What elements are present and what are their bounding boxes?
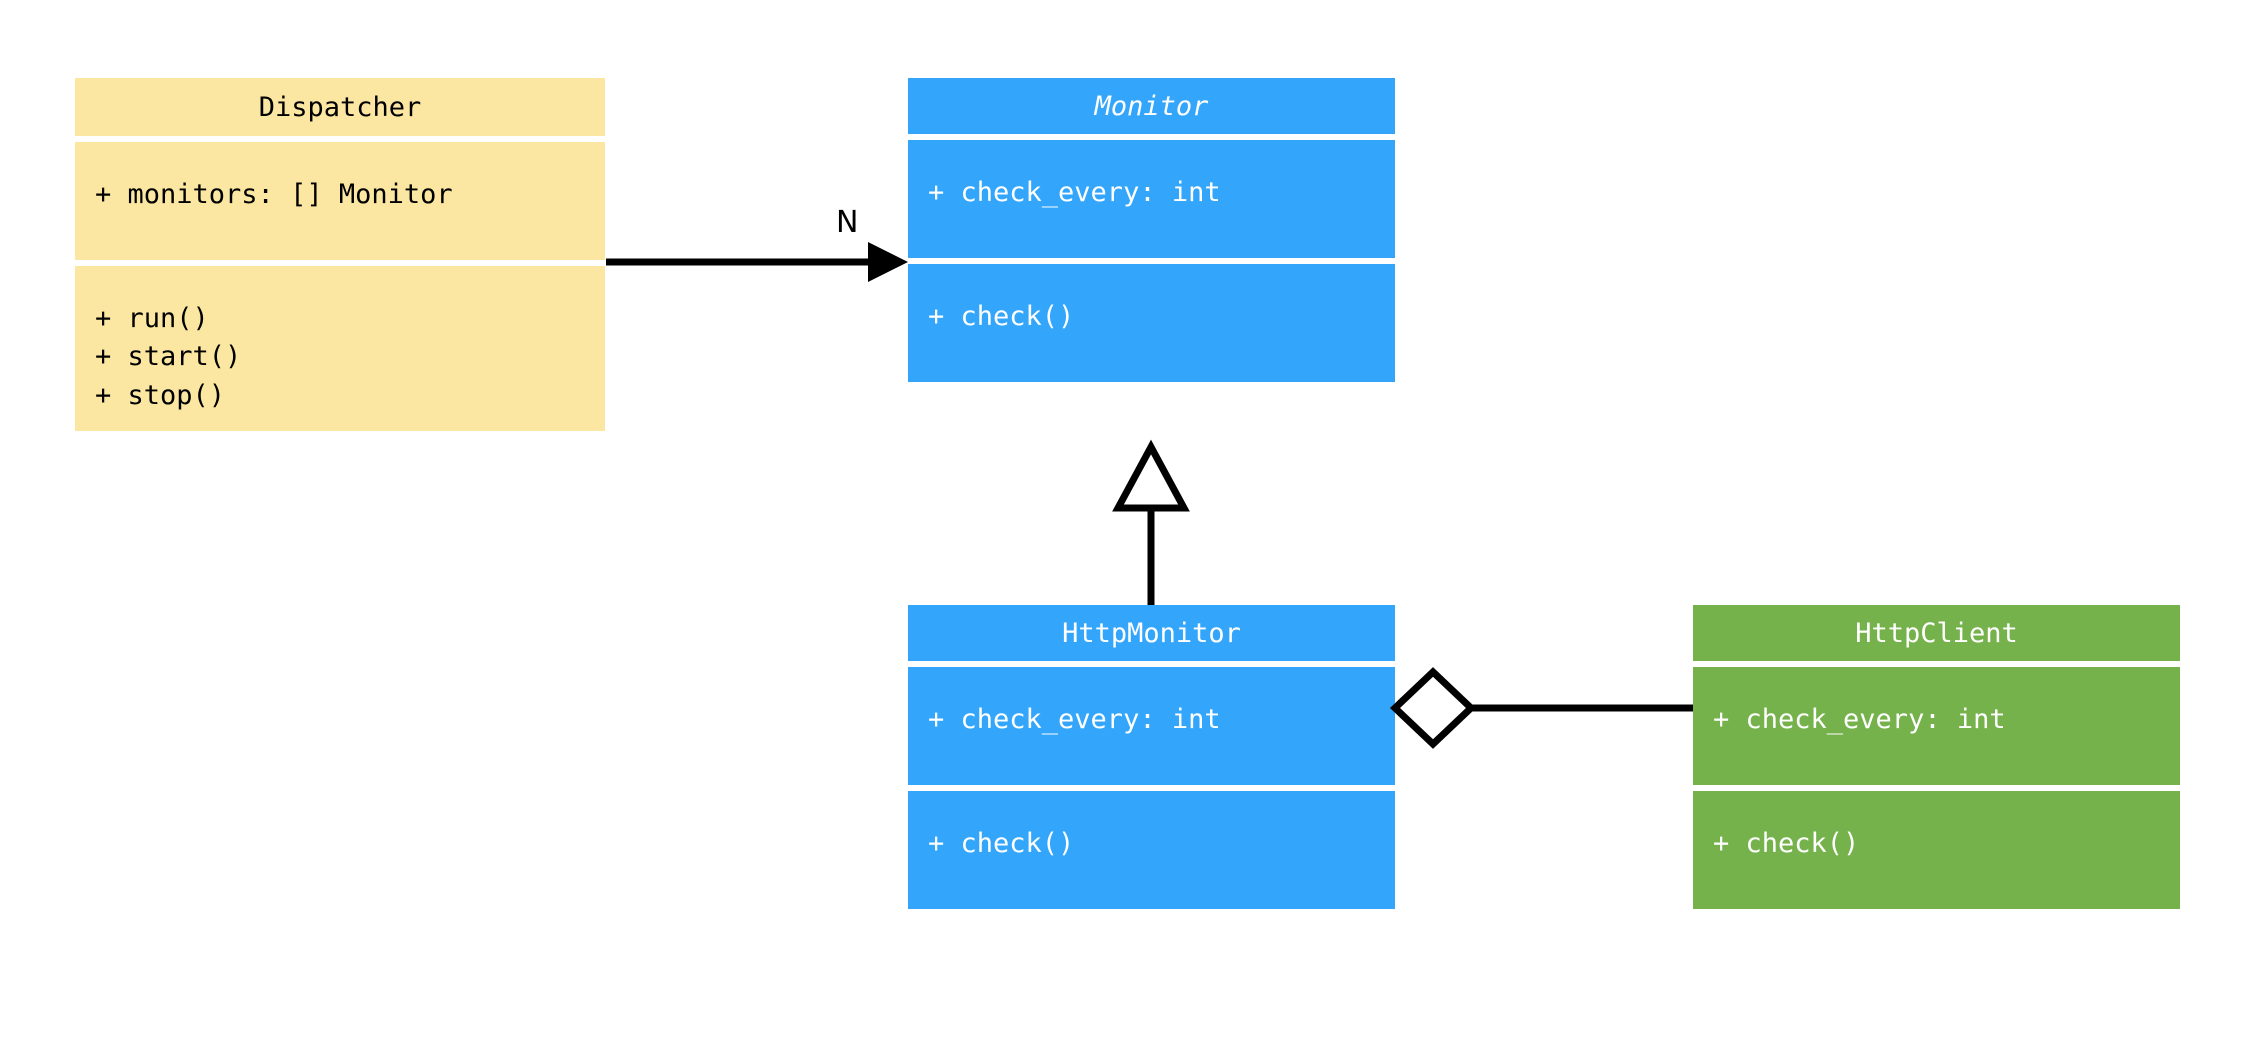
class-title-httpclient: HttpClient [1693, 605, 2180, 661]
attributes-compartment-httpclient: + check_every: int [1693, 667, 2180, 785]
multiplicity-label-n: N [836, 205, 859, 240]
methods-compartment-monitor: + check() [908, 264, 1395, 382]
attributes-compartment-httpmonitor: + check_every: int [908, 667, 1395, 785]
method-row: + check() [1713, 828, 1860, 859]
hollow-diamond-icon [1389, 667, 1477, 749]
class-title-httpmonitor: HttpMonitor [908, 605, 1395, 661]
class-name-label: Dispatcher [258, 91, 422, 123]
class-box-monitor[interactable]: Monitor + check_every: int + check() [908, 78, 1395, 382]
methods-compartment-httpmonitor: + check() [908, 791, 1395, 909]
aggregation-httpmonitor-to-httpclient [1389, 667, 1693, 749]
attribute-row: + check_every: int [1713, 704, 2006, 735]
generalization-httpmonitor-to-monitor [1112, 439, 1190, 605]
filled-arrowhead-icon [868, 242, 908, 282]
methods-compartment-dispatcher: + run() + start() + stop() [75, 266, 605, 431]
attribute-row: + monitors: [] Monitor [95, 179, 453, 210]
method-row: + check() [928, 301, 1075, 332]
attribute-row: + check_every: int [928, 704, 1221, 735]
method-row: + stop() [95, 379, 226, 411]
attribute-row: + check_every: int [928, 177, 1221, 208]
class-name-label: HttpMonitor [1062, 617, 1241, 649]
class-box-dispatcher[interactable]: Dispatcher + monitors: [] Monitor + run(… [75, 78, 605, 431]
class-name-label: Monitor [1094, 90, 1209, 122]
method-row: + check() [928, 828, 1075, 859]
methods-compartment-httpclient: + check() [1693, 791, 2180, 909]
association-dispatcher-to-monitor [606, 242, 908, 282]
attributes-compartment-dispatcher: + monitors: [] Monitor [75, 142, 605, 260]
class-name-label: HttpClient [1855, 617, 2018, 649]
method-row: + start() [95, 341, 242, 373]
class-title-monitor: Monitor [908, 78, 1395, 134]
class-box-httpclient[interactable]: HttpClient + check_every: int + check() [1693, 605, 2180, 909]
class-box-httpmonitor[interactable]: HttpMonitor + check_every: int + check() [908, 605, 1395, 909]
method-row: + run() [95, 303, 209, 334]
class-title-dispatcher: Dispatcher [75, 78, 605, 136]
hollow-triangle-arrowhead-icon [1112, 439, 1190, 512]
attributes-compartment-monitor: + check_every: int [908, 140, 1395, 258]
